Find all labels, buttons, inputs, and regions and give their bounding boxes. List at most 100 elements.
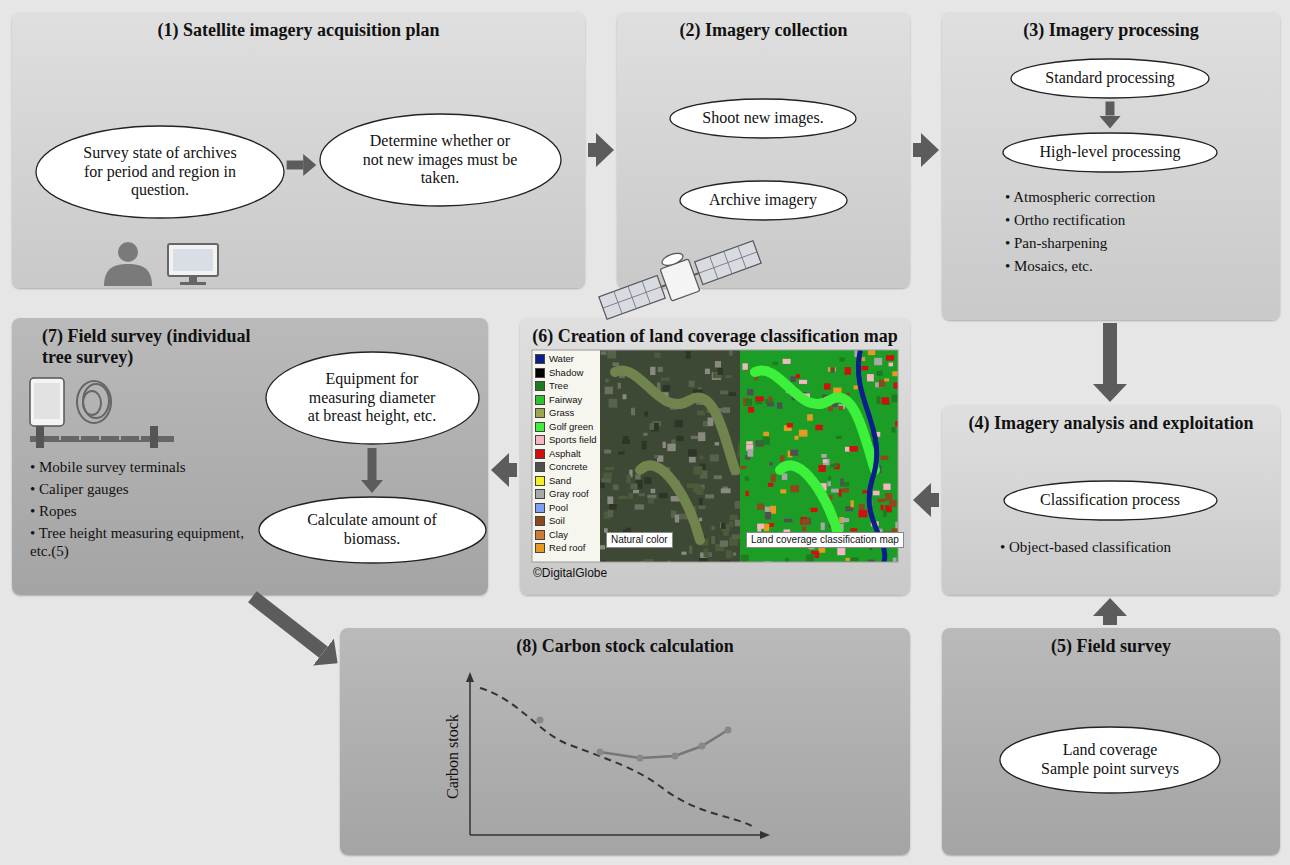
label-box: ©DigitalGlobe <box>533 566 607 580</box>
label-box: • Mobile survey terminals <box>30 458 186 476</box>
map-caption: Land coverage classification map <box>746 532 904 548</box>
step-ellipse: Classification process <box>1003 480 1218 521</box>
legend-swatch <box>535 449 545 459</box>
step-text: Standard processing <box>1045 69 1174 88</box>
survey-tools <box>30 378 174 448</box>
stage-panel: Standard processingHigh-level processing… <box>942 12 1280 320</box>
satellite-icon <box>594 227 763 324</box>
map-caption: Natural color <box>606 532 673 548</box>
bullet-item: • Pan-sharpening <box>1005 234 1107 252</box>
label-box: • Atmospheric correction <box>1005 188 1155 206</box>
legend-swatch <box>535 368 545 378</box>
legend-row: Pool <box>535 503 568 513</box>
axis-label: Carbon stock <box>442 715 461 800</box>
legend-swatch <box>535 435 545 445</box>
step-text: Shoot new images. <box>702 109 823 128</box>
step-ellipse: Equipment for measuring diameter at brea… <box>265 351 480 445</box>
step-ellipse: Standard processing <box>1010 58 1210 99</box>
legend-text: Gray roof <box>549 489 589 499</box>
bullet-item: • Mobile survey terminals <box>30 458 186 476</box>
legend-swatch <box>535 354 545 364</box>
legend-swatch <box>535 516 545 526</box>
bullet-item: • Object-based classification <box>1000 538 1171 556</box>
legend-row: Grass <box>535 408 574 418</box>
step-text: High-level processing <box>1040 143 1181 162</box>
legend-swatch <box>535 503 545 513</box>
stage-panel: Survey state of archives for period and … <box>12 12 585 288</box>
legend-text: Fairway <box>549 395 582 405</box>
label-box: • Mosaics, etc. <box>1005 257 1093 275</box>
step-ellipse: High-level processing <box>1002 132 1218 173</box>
legend-row: Gray roof <box>535 489 589 499</box>
panel-heading: (7) Field survey (individual tree survey… <box>42 326 272 367</box>
panel-heading: (5) Field survey <box>956 636 1266 657</box>
legend-row: Concrete <box>535 462 588 472</box>
legend-text: Soil <box>549 516 565 526</box>
step-text: Calculate amount of biomass. <box>297 511 447 549</box>
stage-panel: Land coverage Sample point surveys (5) Fi… <box>942 628 1280 855</box>
carbon-chart <box>466 672 770 839</box>
step-ellipse: Calculate amount of biomass. <box>258 496 487 564</box>
label-box: • Caliper gauges <box>30 480 129 498</box>
flow-arrow <box>931 493 939 507</box>
step-text: Determine whether or not new images must… <box>360 132 520 189</box>
panel-heading: (4) Imagery analysis and exploitation <box>961 413 1261 434</box>
step-ellipse: Land coverage Sample point surveys <box>999 726 1221 794</box>
bullet-item: • Ropes <box>30 502 77 520</box>
legend-swatch <box>535 530 545 540</box>
legend-text: Tree <box>549 381 568 391</box>
legend-swatch <box>535 395 545 405</box>
step-text: Survey state of archives for period and … <box>78 144 243 201</box>
label-box: • Ortho rectification <box>1005 211 1125 229</box>
legend-row: Sand <box>535 476 571 486</box>
step-ellipse: Determine whether or not new images must… <box>319 113 562 207</box>
bullet-item: • Atmospheric correction <box>1005 188 1155 206</box>
label-box: Land coverage classification map <box>746 532 904 548</box>
flow-arrow <box>913 143 921 157</box>
legend-text: Pool <box>549 503 568 513</box>
label-box: • Object-based classification <box>1000 538 1171 556</box>
legend-row: Shadow <box>535 368 583 378</box>
step-ellipse: Archive imagery <box>679 180 848 221</box>
legend-row: Water <box>535 354 574 364</box>
panel-heading: (3) Imagery processing <box>956 20 1266 41</box>
step-text: Equipment for measuring diameter at brea… <box>302 370 442 427</box>
legend-swatch <box>535 408 545 418</box>
legend-text: Clay <box>549 530 568 540</box>
stage-panel: Classification process (4) Imagery analys… <box>942 405 1280 595</box>
legend-swatch <box>535 422 545 432</box>
flow-arrow <box>252 597 323 652</box>
bullet-item: • Ortho rectification <box>1005 211 1125 229</box>
flow-arrow <box>287 161 304 170</box>
legend-row: Tree <box>535 381 568 391</box>
panel-heading: (8) Carbon stock calculation <box>425 636 825 657</box>
panel-heading: (1) Satellite imagery acquisition plan <box>39 20 559 41</box>
legend-row: Asphalt <box>535 449 581 459</box>
legend-row: Soil <box>535 516 565 526</box>
stage-panel: (8) Carbon stock calculation <box>340 628 910 855</box>
stage-panel: Equipment for measuring diameter at brea… <box>12 318 488 595</box>
label-box: • Tree height measuring equipment, etc.(… <box>30 524 255 560</box>
step-ellipse: Survey state of archives for period and … <box>35 125 285 219</box>
panel-heading: (2) Imagery collection <box>629 20 899 41</box>
legend-swatch <box>535 489 545 499</box>
legend-text: Red roof <box>549 543 585 553</box>
legend-swatch <box>535 543 545 553</box>
bullet-item: • Caliper gauges <box>30 480 129 498</box>
operator-icon <box>104 242 218 286</box>
flow-arrow <box>1103 616 1117 625</box>
legend-text: Asphalt <box>549 449 581 459</box>
legend-text: Concrete <box>549 462 588 472</box>
flow-arrow <box>509 463 517 477</box>
stage-panel: Shoot new images. Archive imagery (2) Imag… <box>617 12 910 288</box>
legend-text: Shadow <box>549 368 583 378</box>
legend-swatch <box>535 462 545 472</box>
step-text: Land coverage Sample point surveys <box>1038 741 1183 779</box>
legend-text: Water <box>549 354 574 364</box>
copyright-note: ©DigitalGlobe <box>533 566 607 580</box>
panel-heading: (6) Creation of land coverage classifica… <box>527 326 903 347</box>
label-box: Carbon stock <box>442 715 461 800</box>
step-ellipse: Shoot new images. <box>669 98 857 139</box>
legend-swatch <box>535 476 545 486</box>
